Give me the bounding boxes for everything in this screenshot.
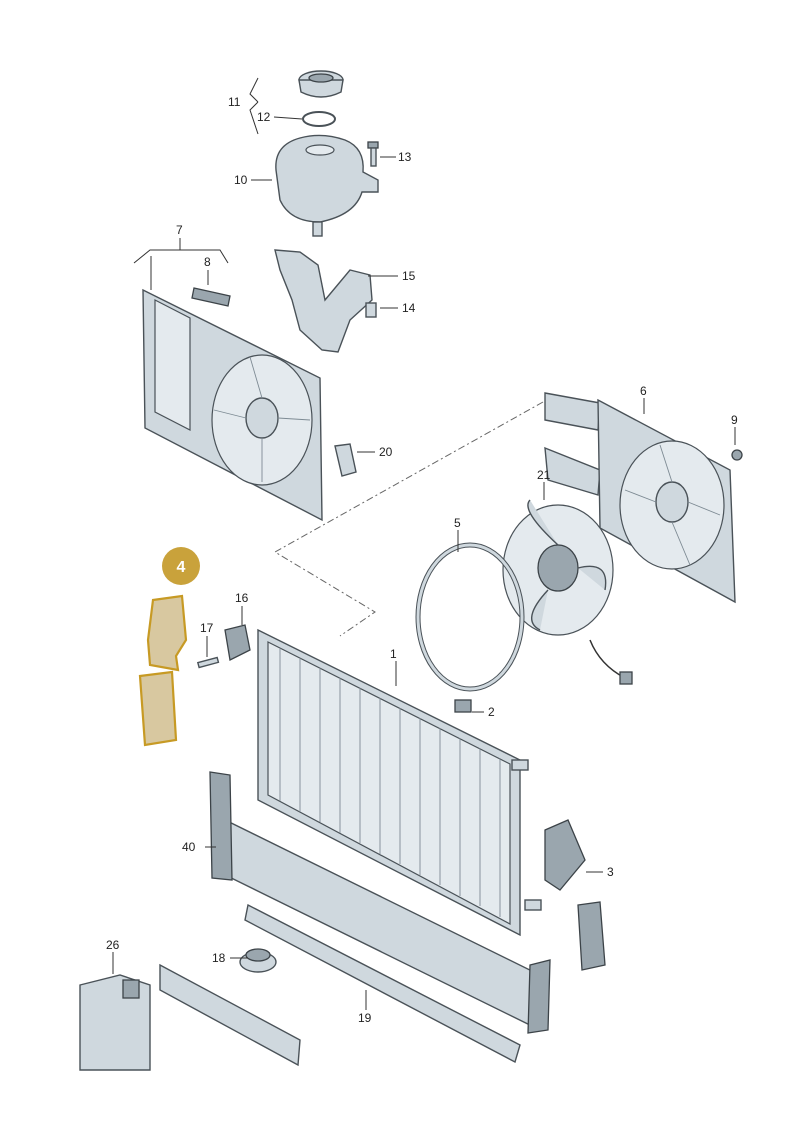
lower-air-guide-part [159, 963, 301, 1067]
callout-1: 1 [390, 647, 397, 661]
callout-labels: 1 2 3 5 6 7 8 9 10 11 12 13 14 15 16 17 … [106, 95, 738, 1025]
grommet-part [239, 948, 277, 973]
callout-19: 19 [358, 1011, 372, 1025]
rubber-mount-part [224, 624, 251, 661]
screw-part [196, 656, 220, 669]
callout-18: 18 [212, 951, 226, 965]
callout-17: 17 [200, 621, 214, 635]
highlight-number: 4 [177, 559, 186, 576]
callout-16: 16 [235, 591, 249, 605]
callout-10: 10 [234, 173, 248, 187]
callout-21: 21 [537, 468, 551, 482]
fan-part [502, 499, 633, 685]
fan-shroud-left-part [142, 288, 323, 522]
callout-13: 13 [398, 150, 412, 164]
air-guide-right-part [544, 819, 606, 971]
label-part [191, 287, 231, 307]
seal-ring-part [302, 111, 336, 127]
callout-11: 11 [228, 95, 241, 109]
callout-15: 15 [402, 269, 416, 283]
expansion-tank-part [275, 134, 379, 237]
fan-ring-part [415, 542, 525, 692]
bracket-part [274, 249, 373, 353]
callout-8: 8 [204, 255, 211, 269]
cap-part [298, 70, 344, 98]
callout-12: 12 [257, 110, 271, 124]
callout-6: 6 [640, 384, 647, 398]
callout-20: 20 [379, 445, 393, 459]
bolt-part [367, 141, 379, 167]
clip-part-20 [334, 443, 357, 477]
callout-14: 14 [402, 301, 416, 315]
intercooler-part [209, 771, 551, 1034]
radiator-fins [279, 648, 501, 917]
lower-seal-strip-part [244, 903, 521, 1064]
radiator-part [257, 628, 542, 937]
fan-shroud-right-part [544, 392, 736, 604]
nut-part [731, 449, 743, 461]
routing-dashline [274, 401, 544, 637]
callout-40: 40 [182, 840, 196, 854]
temp-sender-part [454, 699, 472, 713]
highlighted-part [138, 594, 188, 747]
callout-26: 26 [106, 938, 120, 952]
highlight-badge: 4 [162, 547, 200, 585]
callout-9: 9 [731, 413, 738, 427]
callout-7: 7 [176, 223, 183, 237]
callout-2: 2 [488, 705, 495, 719]
coolant-bottle-part [79, 974, 151, 1071]
callout-3: 3 [607, 865, 614, 879]
clip-part-14 [365, 302, 377, 318]
callout-5: 5 [454, 516, 461, 530]
leader-lines [112, 77, 736, 1010]
